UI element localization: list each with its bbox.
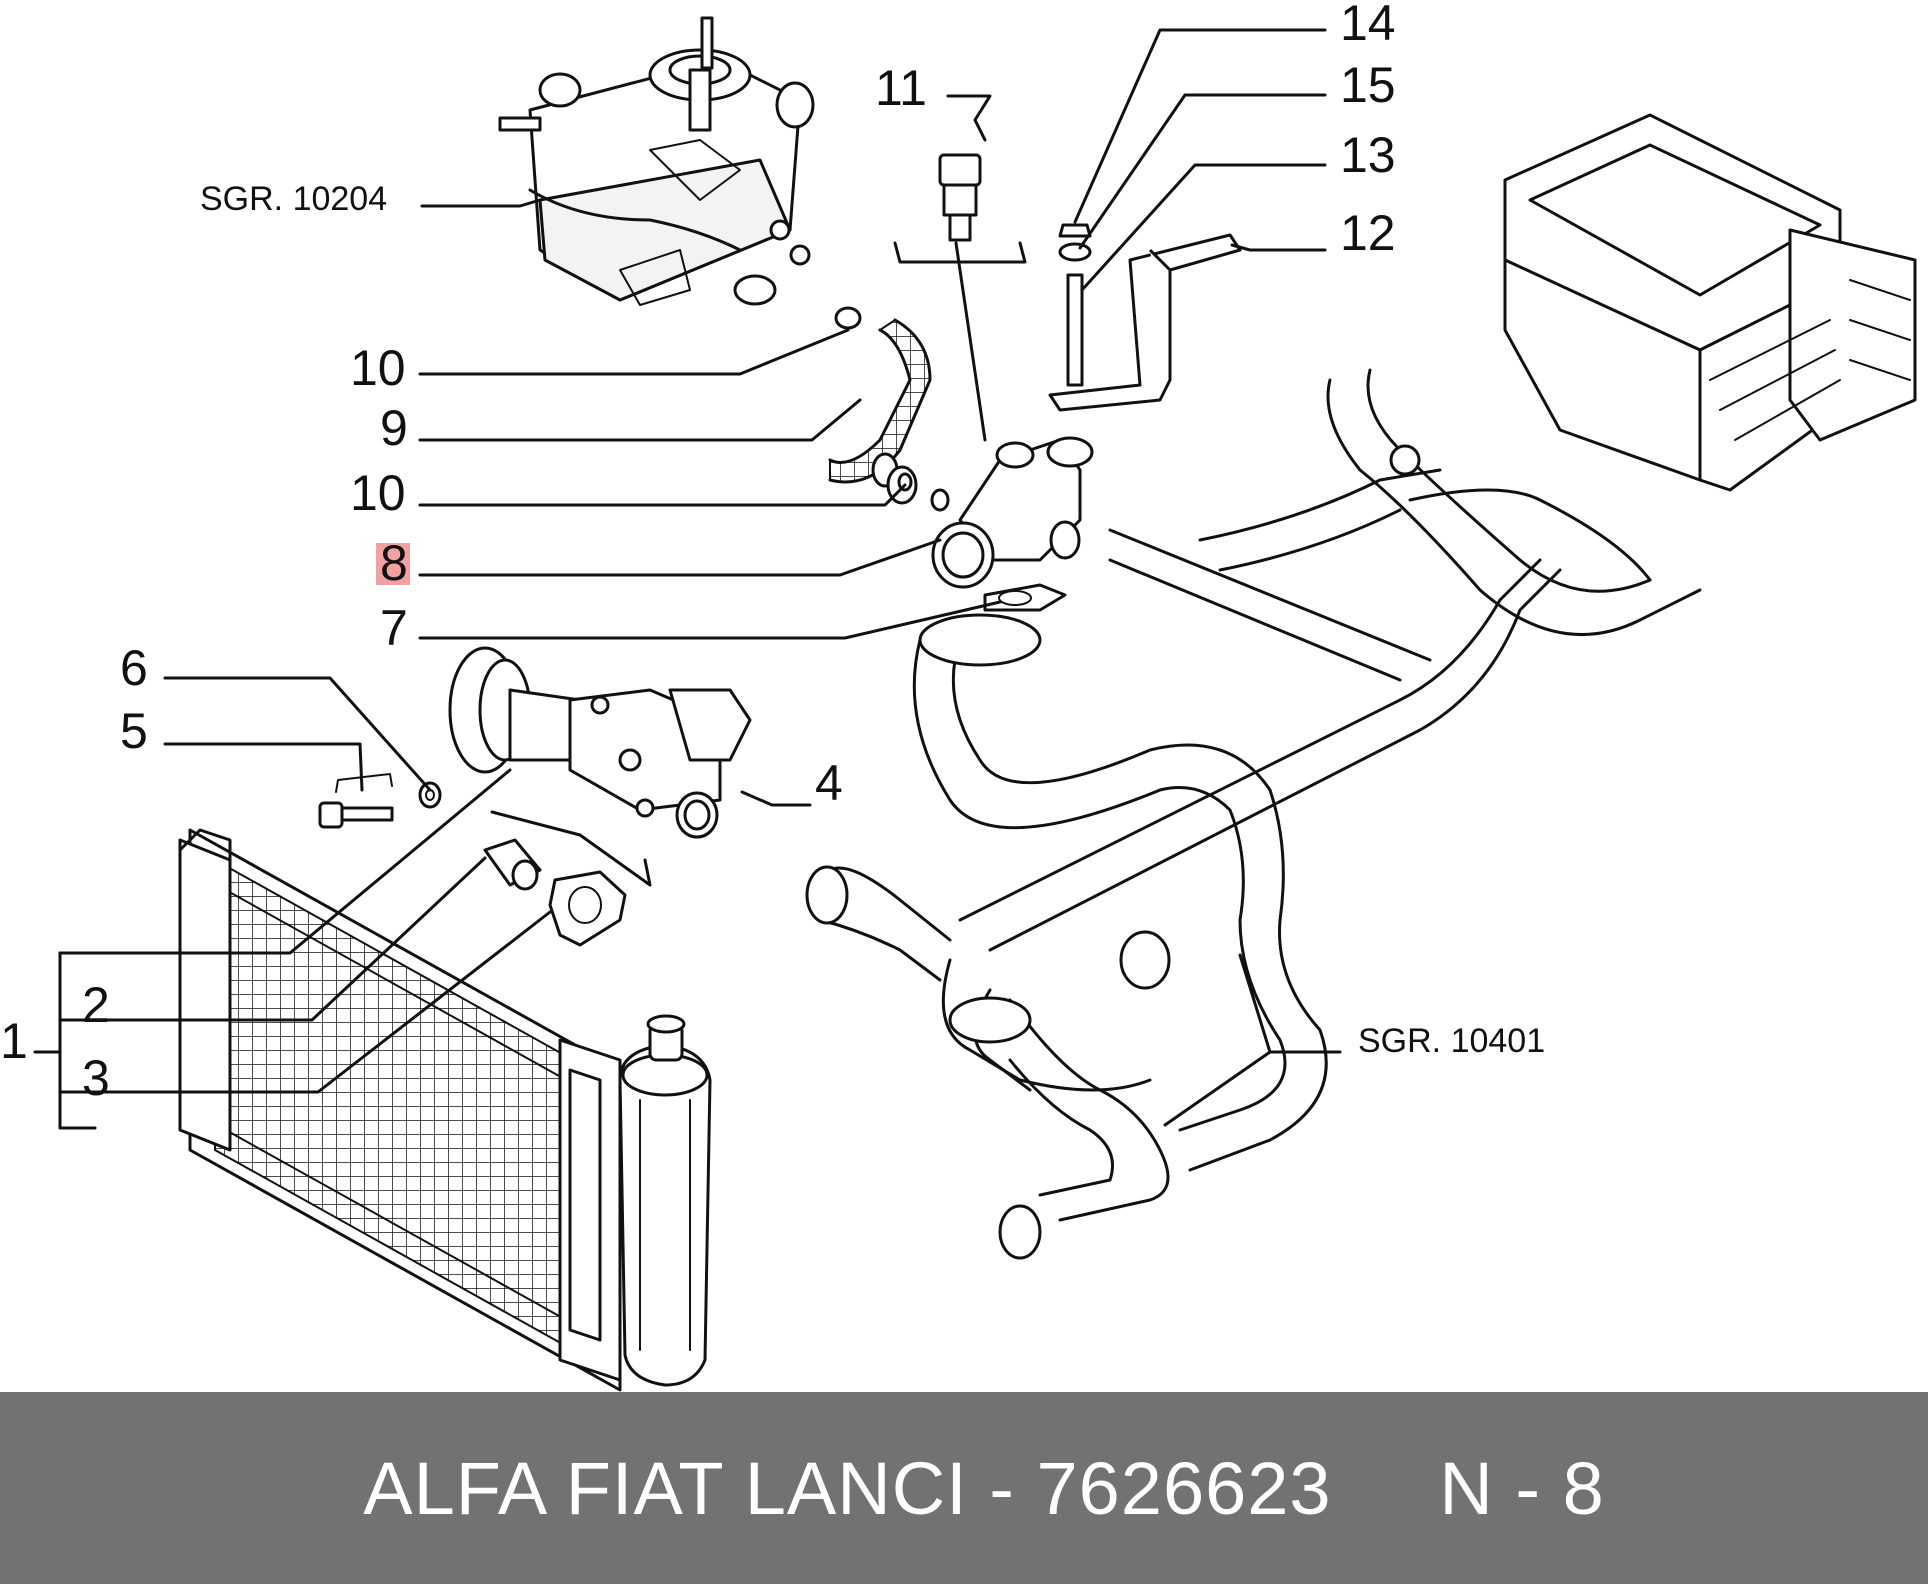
thermostat-housing-drawing [930, 436, 1094, 612]
reference-sgr-10401[interactable]: SGR. 10401 [1358, 1022, 1545, 1060]
callout-8[interactable]: 8 [380, 535, 408, 591]
footer-bar: ALFA FIAT LANCI - 7626623 N - 8 [0, 1392, 1928, 1584]
callout-4[interactable]: 4 [815, 755, 843, 811]
reference-sgr-10204[interactable]: SGR. 10204 [200, 180, 387, 218]
callout-8-highlight [376, 543, 410, 585]
callout-9[interactable]: 9 [380, 400, 408, 456]
callout-13[interactable]: 12 [1340, 205, 1396, 261]
expansion-tank-drawing [618, 1014, 712, 1387]
callout-1[interactable]: 1 [0, 1013, 28, 1069]
footer-part-number: ALFA FIAT LANCI - 7626623 N - 8 [363, 1446, 1605, 1530]
gasket-3-drawing [548, 870, 627, 947]
carburetor-drawing [498, 16, 815, 306]
callout-6[interactable]: 6 [120, 640, 148, 696]
callout-14[interactable]: 13 [1340, 127, 1396, 183]
callout-15[interactable]: 15 [1340, 57, 1396, 113]
callout-10-lower[interactable]: 10 [350, 465, 406, 521]
callout-11[interactable]: 11 [875, 60, 927, 116]
radiator-drawing [178, 828, 622, 1392]
bolt-5-drawing [318, 781, 442, 829]
hose-9-drawing [828, 306, 932, 505]
callout-3[interactable]: 3 [82, 1050, 110, 1106]
heater-box-drawing [1503, 113, 1917, 492]
pipe-2-drawing [483, 838, 542, 891]
hoses-drawing [805, 368, 1702, 1260]
callout-10-upper[interactable]: 10 [350, 340, 406, 396]
callout-numbers: 14 15 11 13 12 10 9 10 8 7 6 5 4 2 1 3 S… [0, 0, 1545, 1106]
parts-diagram: 14 15 11 13 12 10 9 10 8 7 6 5 4 2 1 3 S… [0, 0, 1917, 1392]
callout-5[interactable]: 5 [120, 703, 148, 759]
bracket-13-drawing [1048, 223, 1242, 412]
callout-7[interactable]: 7 [380, 600, 408, 656]
sensor-11-drawing [938, 153, 982, 242]
leader-lines [33, 28, 1342, 1130]
callout-12[interactable]: 14 [1340, 0, 1396, 51]
water-pump-drawing [448, 646, 752, 839]
callout-2[interactable]: 2 [82, 977, 110, 1033]
